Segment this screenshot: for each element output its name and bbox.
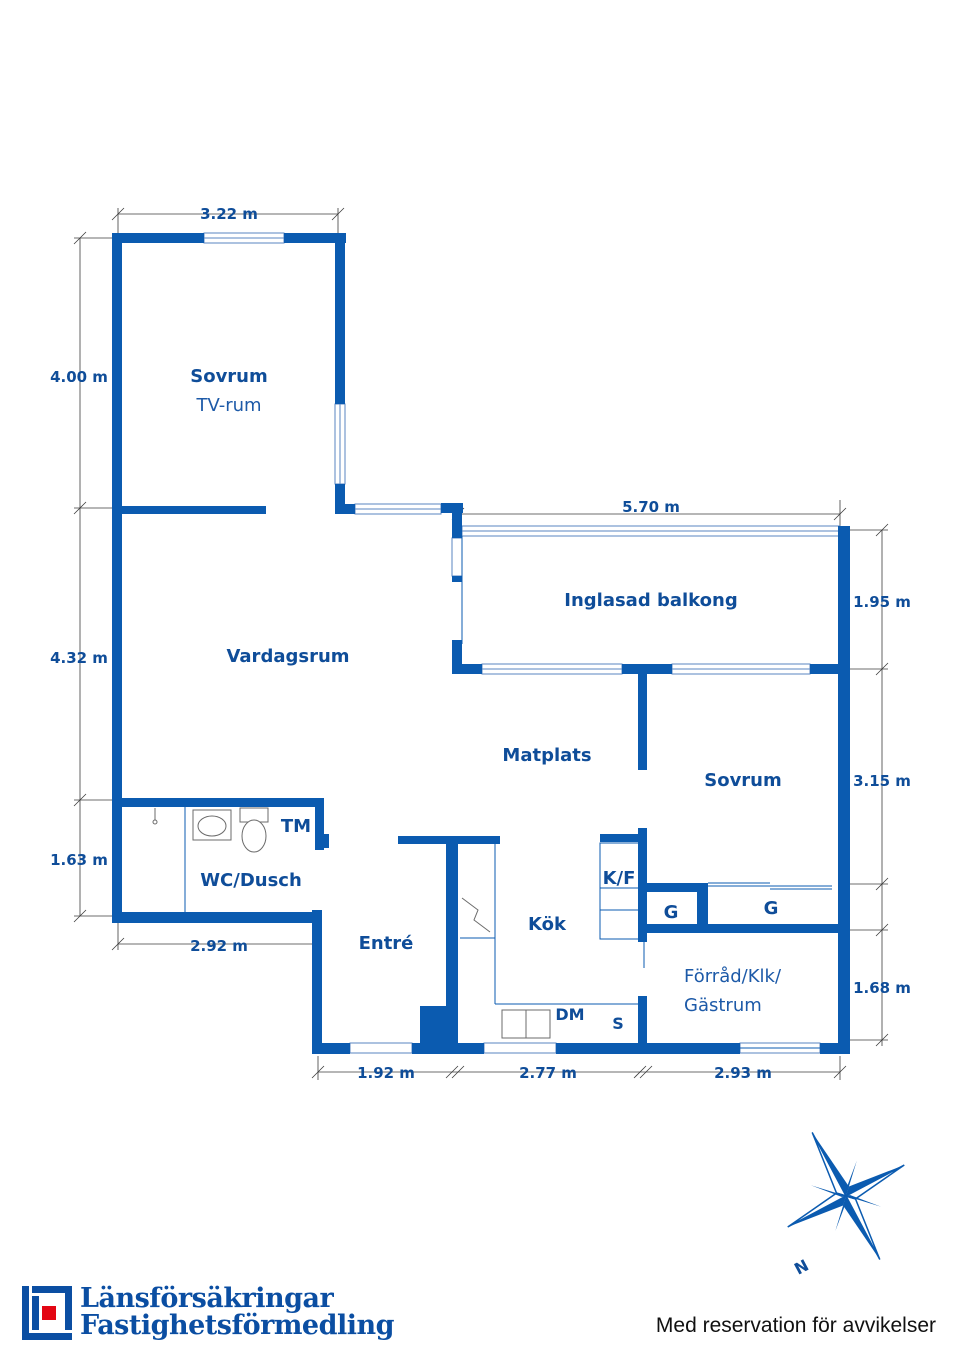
label-vardagsrum: Vardagsrum	[226, 646, 349, 667]
label-forrad-2: Gästrum	[684, 995, 762, 1016]
dimension-labels: 3.22 m 4.00 m 4.32 m 1.63 m 5.70 m 1.95 …	[50, 205, 911, 1082]
fixtures	[152, 807, 551, 1039]
dim-right-lower: 1.68 m	[853, 979, 911, 997]
label-balkong: Inglasad balkong	[564, 590, 737, 611]
dim-right-middle: 3.15 m	[853, 772, 911, 790]
logo-text: Länsförsäkringar Fastighetsförmedling	[80, 1285, 394, 1339]
disclaimer-text: Med reservation för avvikelser	[655, 1314, 936, 1337]
dim-bottom-3: 2.93 m	[714, 1064, 772, 1082]
dim-bottom-2: 2.77 m	[519, 1064, 577, 1082]
dim-top-width: 3.22 m	[200, 205, 258, 223]
compass-north-label: N	[791, 1256, 812, 1279]
dim-left-middle: 4.32 m	[50, 649, 108, 667]
logo-line-2: Fastighetsförmedling	[80, 1310, 394, 1341]
label-s: S	[612, 1014, 624, 1033]
label-g-1: G	[664, 902, 679, 923]
dim-left-upper: 4.00 m	[50, 368, 108, 386]
dim-left-lower: 1.63 m	[50, 851, 108, 869]
label-forrad-1: Förråd/Klk/	[684, 966, 782, 987]
label-kok: Kök	[528, 914, 567, 935]
dim-balcony-width: 5.70 m	[622, 498, 680, 516]
label-dm: DM	[555, 1005, 584, 1024]
stairs-icon	[461, 897, 491, 933]
label-sovrum-1: Sovrum	[190, 366, 268, 387]
dim-bottom-1: 1.92 m	[357, 1064, 415, 1082]
dimension-lines	[73, 207, 889, 1080]
dim-wc-width: 2.92 m	[190, 937, 248, 955]
walls	[112, 233, 850, 1054]
dim-right-upper: 1.95 m	[853, 593, 911, 611]
company-logo: Länsförsäkringar Fastighetsförmedling	[22, 1282, 394, 1342]
label-g-2: G	[764, 898, 779, 919]
logo-line-1: Länsförsäkringar	[80, 1283, 334, 1314]
label-sovrum-2: Sovrum	[704, 770, 782, 791]
label-wc: WC/Dusch	[200, 870, 302, 891]
label-entre: Entré	[359, 933, 414, 954]
label-kf: K/F	[603, 868, 636, 889]
label-tv-rum: TV-rum	[195, 395, 261, 416]
label-tm: TM	[281, 816, 311, 837]
compass-icon	[787, 1132, 905, 1260]
label-matplats: Matplats	[502, 745, 591, 766]
room-labels: Sovrum TV-rum Vardagsrum Inglasad balkon…	[190, 366, 782, 1033]
logo-mark-icon	[22, 1284, 72, 1340]
